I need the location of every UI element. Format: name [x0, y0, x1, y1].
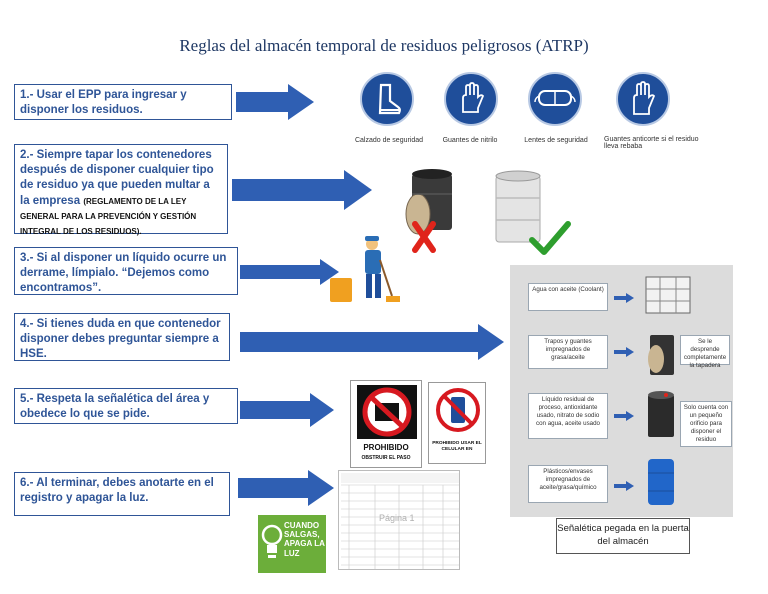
cleaner-illustration [330, 236, 400, 302]
no-phone-sign: PROHIBIDO USAR EL CELULAR EN [428, 382, 486, 464]
rule-1: 1.- Usar el EPP para ingresar y disponer… [14, 84, 232, 120]
signage-arrow [614, 411, 634, 421]
rule-2-regulation: (REGLAMENTO DE LA LEY GENERAL PARA LA PR… [20, 196, 197, 236]
arrow-rule-4 [240, 324, 504, 360]
cut-glove-icon [616, 72, 670, 126]
arrow-rule-1 [236, 84, 314, 120]
signage-caption: Señalética pegada en la puerta del almac… [556, 518, 690, 554]
signage-note-lid: Se le desprende completamente la tapader… [680, 335, 730, 369]
door-signage-panel: Agua con aceite (Coolant) Trapos y guant… [510, 265, 733, 517]
rule-2: 2.- Siempre tapar los contenedores despu… [14, 144, 228, 236]
rule-5-text: 5.- Respeta la señalética del área y obe… [20, 393, 210, 421]
rule-6-text: 6.- Al terminar, debes anotarte en el re… [20, 477, 214, 505]
signage-arrow [614, 293, 634, 303]
signage-item-coolant: Agua con aceite (Coolant) [528, 283, 608, 311]
blue-drum-image [648, 459, 674, 505]
arrow-rule-3 [240, 259, 339, 285]
signage-note-orifice: Solo cuenta con un pequeño orificio para… [680, 401, 732, 447]
rule-3-text: 3.- Si al disponer un líquido ocurre un … [20, 252, 227, 295]
nitrile-glove-icon [444, 72, 498, 126]
open-drum-image [405, 169, 452, 235]
no-phone-text: PROHIBIDO USAR EL CELULAR EN [432, 441, 482, 453]
register-logbook: Página 1 [338, 470, 460, 570]
open-lid-drum-image [648, 335, 674, 375]
ibc-tote-image [645, 276, 691, 314]
signage-item-liquids: Líquido residual de proceso, antioxidant… [528, 393, 608, 439]
check-icon [529, 221, 571, 255]
prohibited-icon [357, 385, 417, 439]
boot-icon [360, 72, 414, 126]
ppe-label-nitrile-gloves: Guantes de nitrilo [442, 137, 498, 144]
signage-item-plastics: Plásticos/envases impregnados de aceite/… [528, 465, 608, 503]
rule-5: 5.- Respeta la señalética del área y obe… [14, 388, 238, 424]
no-obstruct-title: PROHIBIDO [363, 443, 409, 452]
no-phone-icon [436, 388, 480, 432]
rule-1-text: 1.- Usar el EPP para ingresar y disponer… [20, 89, 187, 117]
logbook-grid [341, 473, 459, 569]
turn-off-light-card: CUANDO SALGAS, APAGA LA LUZ [258, 515, 326, 573]
lightbulb-icon [261, 524, 283, 558]
signage-arrow [614, 347, 634, 357]
rule-4: 4.- Si tienes duda en que contenedor dis… [14, 313, 230, 361]
turn-off-light-text: CUANDO SALGAS, APAGA LA LUZ [284, 521, 325, 558]
closed-black-drum-image [648, 391, 674, 437]
goggles-icon [528, 72, 582, 126]
rule-2-text: 2.- Siempre tapar los contenedores despu… [20, 149, 214, 207]
rule-6: 6.- Al terminar, debes anotarte en el re… [14, 472, 230, 516]
page-title: Reglas del almacén temporal de residuos … [179, 36, 589, 55]
logbook-watermark: Página 1 [379, 513, 415, 523]
arrow-rule-6 [238, 470, 334, 506]
rule-3: 3.- Si al disponer un líquido ocurre un … [14, 247, 238, 295]
signage-item-rags: Trapos y guantes impregnados de grasa/ac… [528, 335, 608, 369]
no-obstruct-subtitle: OBSTRUIR EL PASO [361, 455, 411, 461]
ppe-label-cut-gloves: Guantes anticorte si el residuo lleva re… [604, 136, 699, 150]
signage-arrow [614, 481, 634, 491]
arrow-rule-5 [240, 393, 334, 427]
arrow-rule-2 [232, 170, 372, 210]
ppe-label-goggles: Lentes de seguridad [524, 137, 588, 144]
closed-drum-image [495, 170, 541, 243]
no-obstruct-sign: PROHIBIDO OBSTRUIR EL PASO [350, 380, 422, 468]
rule-4-text: 4.- Si tienes duda en que contenedor dis… [20, 318, 221, 361]
ppe-label-boots: Calzado de seguridad [354, 137, 424, 144]
cross-icon [412, 221, 436, 253]
